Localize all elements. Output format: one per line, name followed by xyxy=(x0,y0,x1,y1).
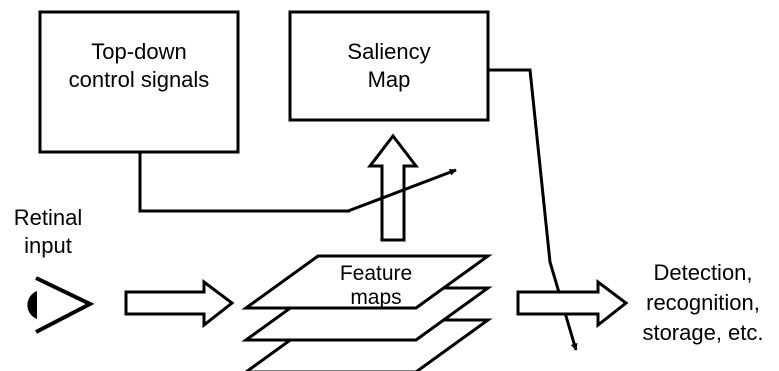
saliency-map-box xyxy=(288,10,490,122)
output-label-line3: storage, etc. xyxy=(642,320,764,345)
retinal-input-label-line1: Retinal xyxy=(13,205,83,230)
modulation-arrow xyxy=(347,168,457,213)
output-label-line2: recognition, xyxy=(646,290,760,315)
retina-to-features-arrow xyxy=(124,279,235,329)
topdown-control-box xyxy=(38,10,240,154)
saliency-map-label: Saliency Map xyxy=(290,38,488,94)
feature-maps-label-line2: maps xyxy=(350,286,402,309)
feature-map-layer-1 xyxy=(241,254,493,310)
feature-to-saliency-arrow xyxy=(366,133,420,242)
topdown-control-label-line1: Top-down xyxy=(91,39,187,64)
saliency-map-label-line2: Map xyxy=(367,67,411,92)
retinal-input-label-line2: input xyxy=(24,233,72,258)
topdown-control-label: Top-down control signals xyxy=(40,38,238,94)
output-label-line1: Detection, xyxy=(653,260,753,285)
saliency-map-label-line1: Saliency xyxy=(347,39,431,64)
feature-maps-label: Feature maps xyxy=(318,262,434,310)
feature-maps-label-line1: Feature xyxy=(339,262,413,285)
output-label: Detection, recognition, storage, etc. xyxy=(628,258,778,348)
topdown-control-line xyxy=(138,152,350,213)
retinal-input-label: Retinal input xyxy=(0,204,96,260)
features-to-output-arrow xyxy=(516,279,629,329)
topdown-control-label-line2: control signals xyxy=(68,67,210,92)
eye-icon xyxy=(27,276,95,334)
